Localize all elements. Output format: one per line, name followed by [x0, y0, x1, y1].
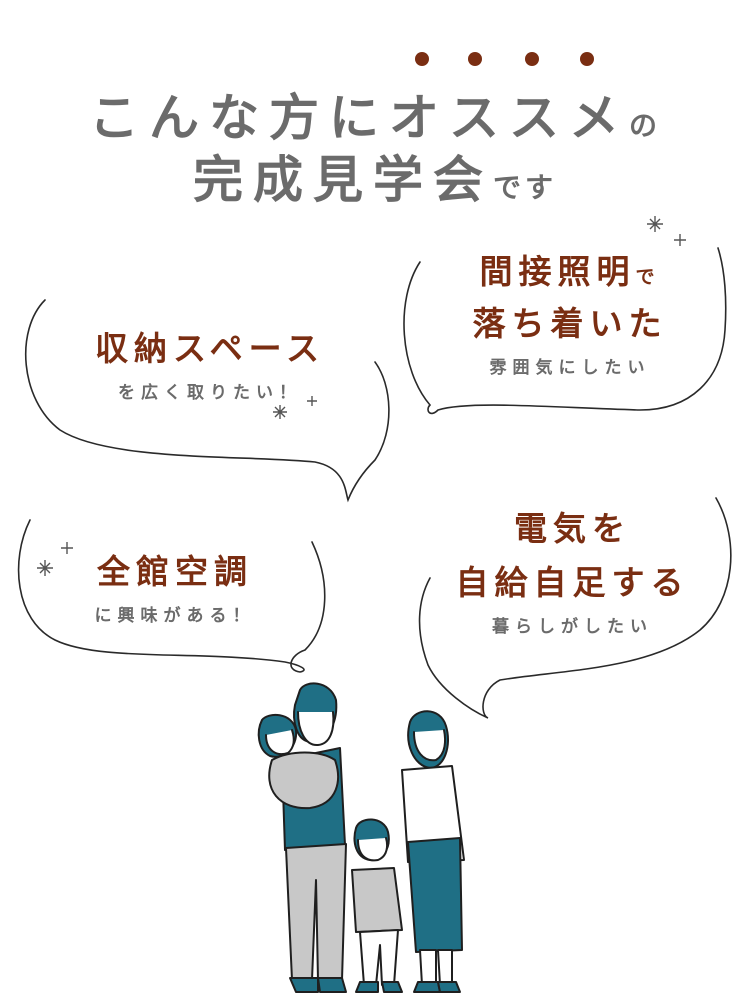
headline-suffix: の [628, 109, 661, 142]
bubble-sub-text: 雰囲気にしたい [489, 358, 651, 378]
bubble-lighting: 間接照明で 落ち着いた 雰囲気にしたい [420, 245, 720, 378]
headline-main: 完成見学会 [192, 151, 493, 209]
sparkle-icon [37, 216, 686, 576]
emphasis-dot [580, 52, 594, 66]
headline-line-1: こんな方にオススメの [0, 78, 750, 150]
bubble-aircon: 全館空調 に興味がある！ [40, 545, 310, 626]
bubble-main-a: 間接照明 [479, 252, 636, 291]
emphasis-dot [525, 52, 539, 66]
emphasis-dot [468, 52, 482, 66]
headline-suffix: です [492, 171, 557, 204]
speech-bubble-storage [25, 299, 390, 503]
bubble-main-text: 収納スペース [94, 329, 326, 368]
bubble-main-text-a: 電気を [514, 509, 631, 548]
bubble-main-text-b: 落ち着いた [472, 304, 668, 343]
emphasis-dot [415, 52, 429, 66]
headline-line-2: 完成見学会です [0, 140, 750, 212]
bubble-main-a-suffix: で [635, 266, 661, 288]
bubble-sub-text: 暮らしがしたい [492, 617, 653, 637]
family-illustration [257, 682, 465, 993]
bubble-electricity: 電気を 自給自足する 暮らしがしたい [420, 502, 725, 637]
speech-bubble-electricity [418, 497, 732, 719]
bubble-main-text: 全館空調 [97, 552, 253, 591]
speech-bubble-aircon [17, 519, 326, 673]
headline-main: こんな方にオススメ [88, 89, 629, 147]
bubble-main-text-a: 間接照明で [420, 245, 720, 293]
bubble-storage: 収納スペース を広く取りたい！ [60, 322, 360, 403]
speech-bubble-lighting [403, 247, 727, 415]
bubble-sub-text: に興味がある！ [94, 606, 256, 626]
bubble-sub-text: を広く取りたい！ [118, 383, 302, 403]
bubble-main-text-b: 自給自足する [455, 563, 690, 602]
